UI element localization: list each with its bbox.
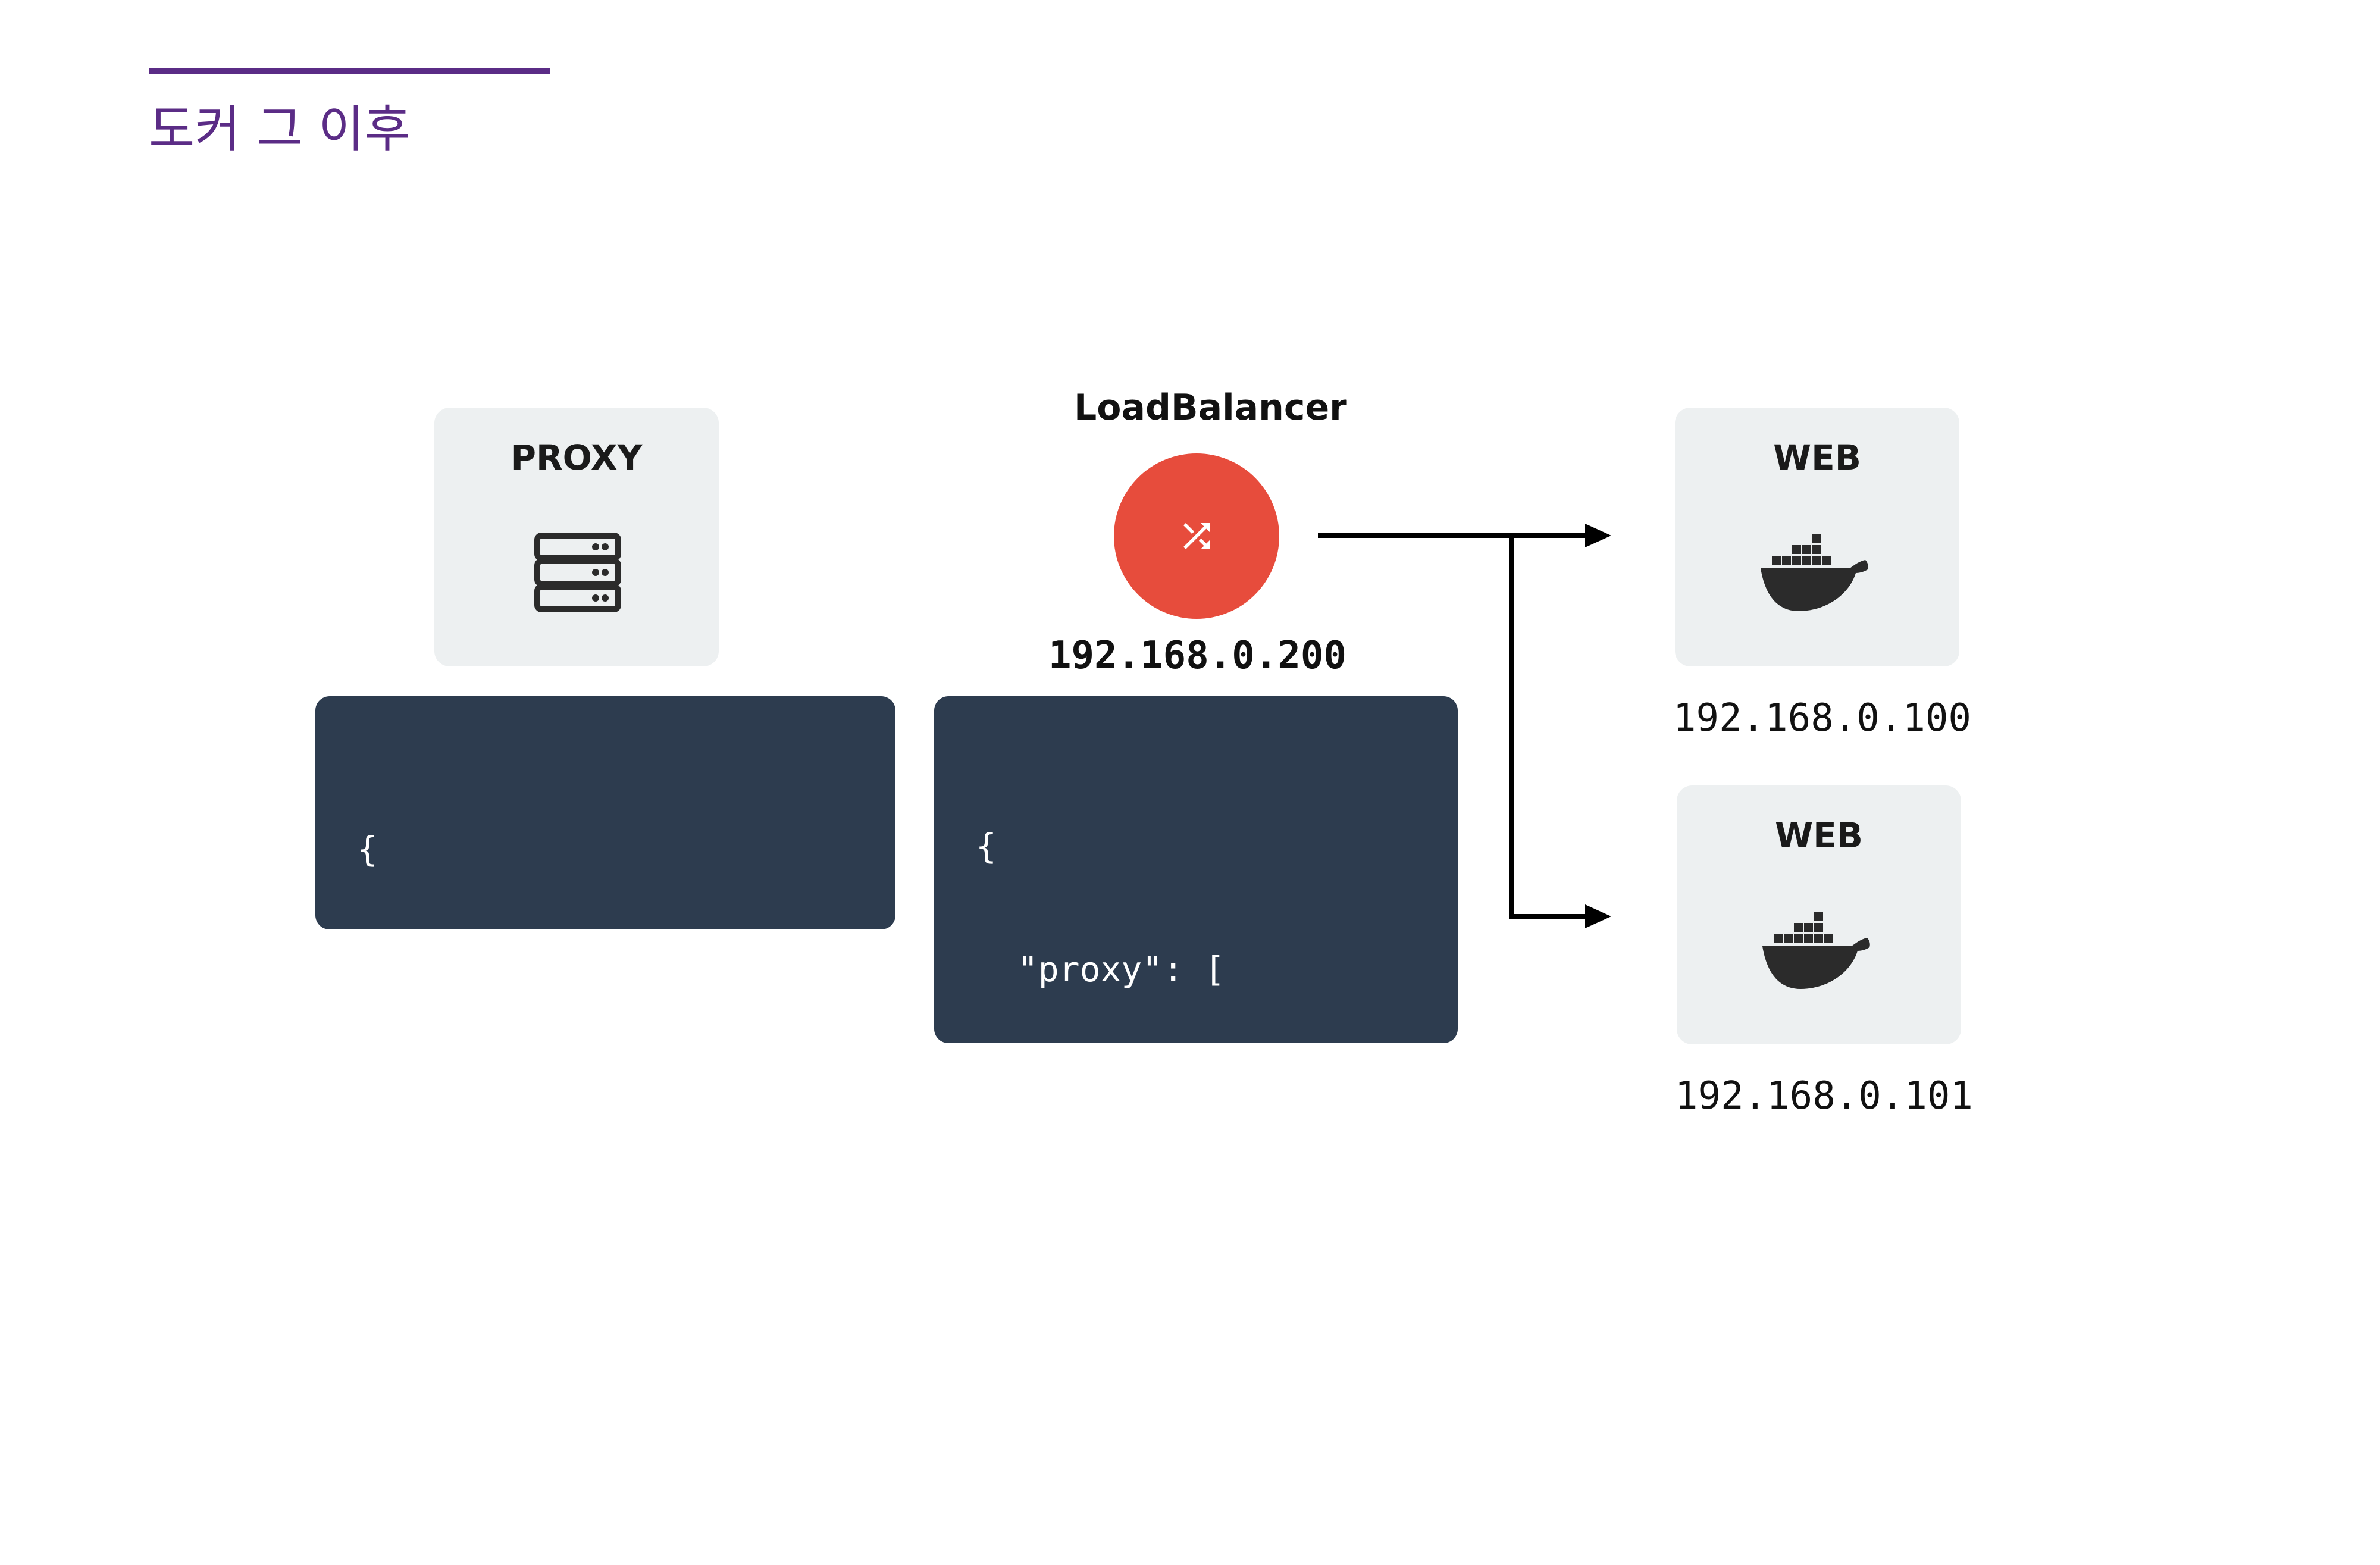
web-ip-2: 192.168.0.101 <box>1675 1074 1973 1118</box>
proxy-label: PROXY <box>511 437 643 478</box>
web-card-1: WEB <box>1675 408 1959 666</box>
web-label: WEB <box>1773 437 1861 478</box>
web-ip-1: 192.168.0.100 <box>1673 696 1971 740</box>
proxy-config-box: { "web": "192.168.0.100" } <box>315 696 895 1116</box>
arrow-head <box>1585 524 1611 547</box>
proxy-card: PROXY <box>434 408 719 666</box>
code-value: "10.0.0.101" <box>1059 1195 1308 1236</box>
arrow-head <box>1585 904 1611 928</box>
title-rule <box>149 68 550 74</box>
slide-title: 도커 그 이후 <box>149 100 411 158</box>
load-balancer-node <box>1114 453 1279 619</box>
docker-whale-icon <box>1762 912 1870 989</box>
code-line: { <box>357 829 378 869</box>
load-balancer-ip: 192.168.0.200 <box>1048 634 1346 678</box>
load-balancer-label: LoadBalancer <box>1074 387 1347 428</box>
connector-arrows <box>1318 524 1611 928</box>
code-line: } <box>976 1442 997 1482</box>
code-value: "10.0.0.100" <box>1059 1072 1308 1113</box>
code-line: "web": "192.168.0.100" <box>357 952 856 993</box>
docker-whale-icon <box>1761 534 1868 611</box>
shuffle-icon <box>1183 523 1210 549</box>
code-line: "proxy": [ <box>976 949 1226 990</box>
code-line: { <box>976 826 997 866</box>
code-line: } <box>357 1075 378 1116</box>
web-label: WEB <box>1775 815 1863 856</box>
server-icon <box>534 533 621 612</box>
web-card-2: WEB <box>1677 785 1961 1044</box>
